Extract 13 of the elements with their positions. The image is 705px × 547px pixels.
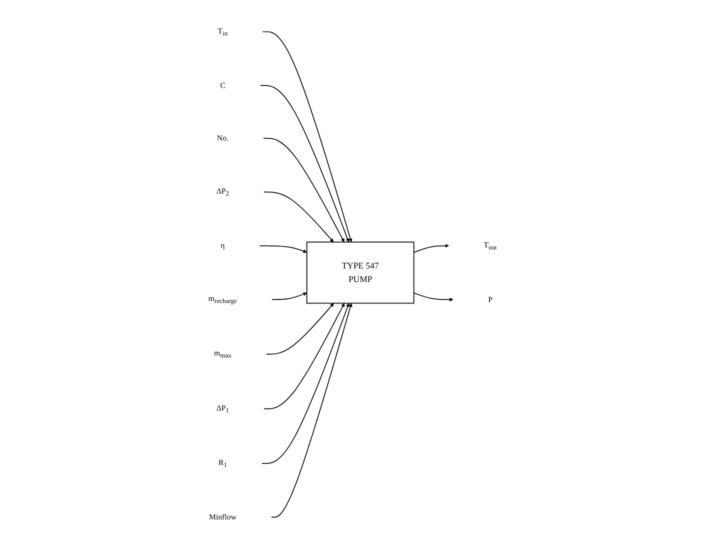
arrow bbox=[263, 191, 334, 242]
node-box: TYPE 547 PUMP bbox=[306, 241, 414, 304]
arrow bbox=[259, 244, 307, 252]
arrow bbox=[266, 302, 334, 354]
arrow bbox=[260, 84, 350, 242]
arrow bbox=[271, 292, 307, 300]
arrow bbox=[263, 302, 344, 409]
arrow bbox=[262, 137, 344, 242]
arrow bbox=[262, 30, 352, 242]
arrow bbox=[413, 243, 449, 252]
arrow bbox=[270, 302, 352, 518]
arrow bbox=[261, 302, 350, 464]
arrow bbox=[413, 292, 454, 301]
